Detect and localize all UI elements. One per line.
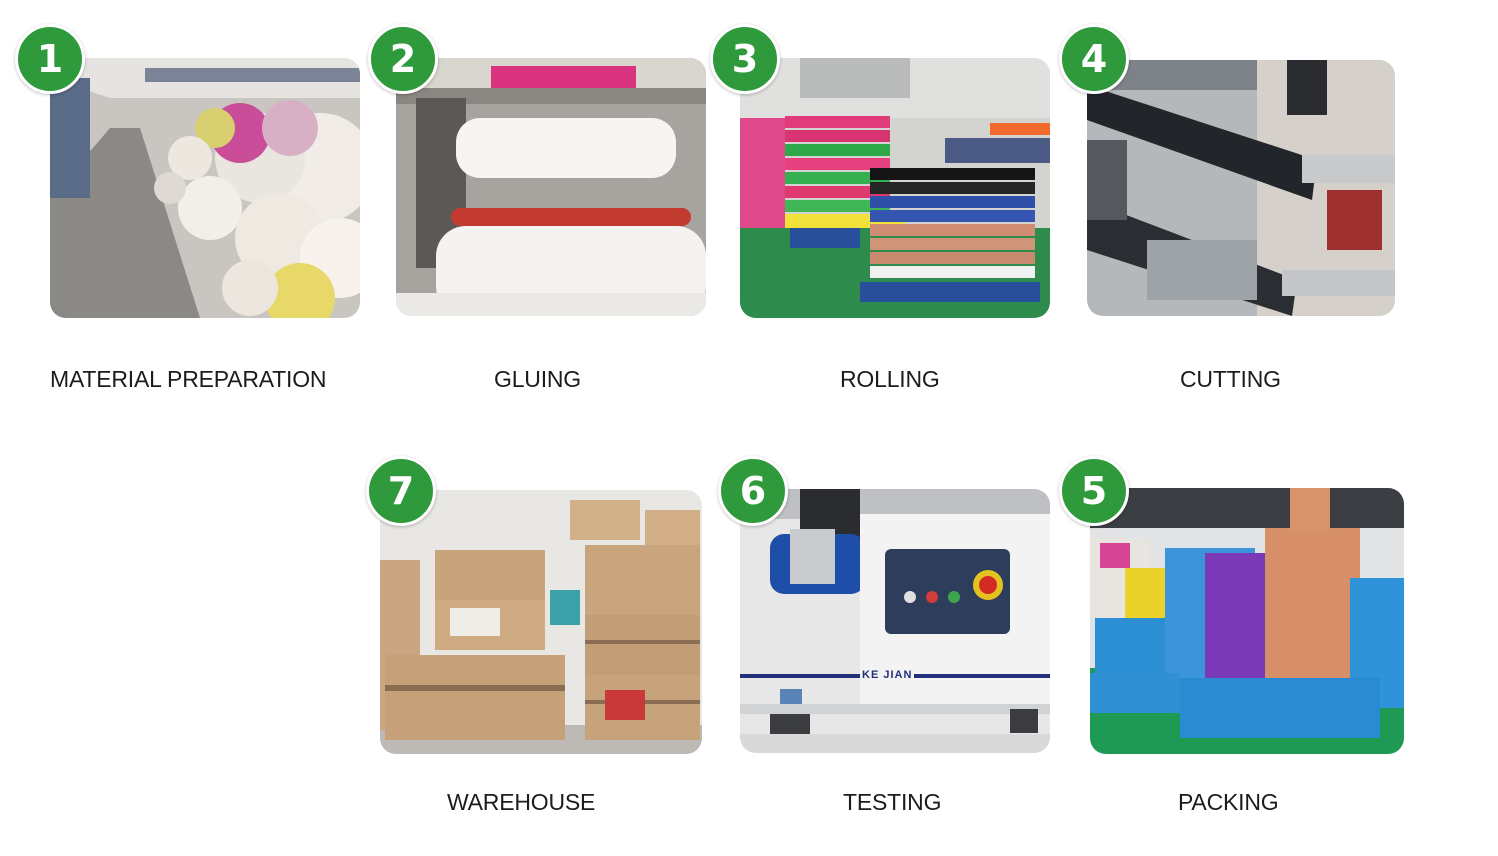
step-number-badge: 4 [1059,24,1129,94]
step-number-badge: 7 [366,456,436,526]
gluing-photo [396,58,706,316]
warehouse-photo [380,490,702,754]
packing-photo [1090,488,1404,754]
step-label: CUTTING [1180,366,1281,392]
material-preparation-photo [50,58,360,318]
step-number-badge: 2 [368,24,438,94]
step-number-badge: 5 [1059,456,1129,526]
step-label: GLUING [494,366,581,392]
step-number-badge: 3 [710,24,780,94]
step-label: ROLLING [840,366,940,392]
testing-photo: KE JIAN [740,489,1050,753]
device-brand-label: KE JIAN [860,669,915,681]
step-number-badge: 1 [15,24,85,94]
step-label: WAREHOUSE [447,789,596,815]
step-label: PACKING [1178,789,1279,815]
rolling-photo [740,58,1050,318]
step-label: MATERIAL PREPARATION [50,366,327,392]
cutting-photo [1087,60,1395,316]
step-number-badge: 6 [718,456,788,526]
step-label: TESTING [843,789,942,815]
